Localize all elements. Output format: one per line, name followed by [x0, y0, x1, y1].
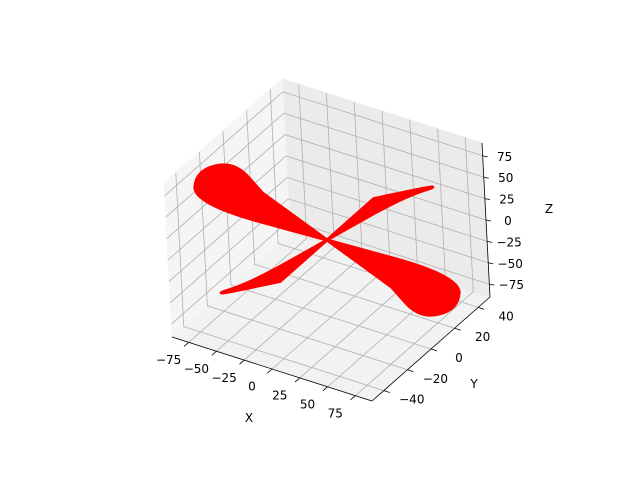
y-tick-mark: [454, 327, 461, 331]
z-tick-mark: [483, 176, 489, 179]
y-axis-label: Y: [469, 377, 478, 391]
y-tick-label: 0: [455, 351, 463, 365]
y-tick-label: −20: [423, 372, 448, 386]
x-tick-label: 50: [300, 397, 315, 411]
y-tick-mark: [430, 348, 438, 352]
x-tick-mark: [350, 395, 356, 401]
x-gridline: [355, 137, 474, 397]
x-tick-label: 25: [272, 389, 287, 403]
y-tick-label: 40: [499, 309, 514, 323]
z-gridline: [167, 155, 487, 261]
x-tick-label: −75: [156, 353, 181, 367]
z-tick-label: 0: [504, 214, 512, 228]
surface-lobe: [325, 238, 461, 317]
x-tick-label: 0: [248, 380, 256, 394]
y-gridline: [199, 151, 408, 371]
z-tick-mark: [489, 283, 495, 286]
x-tick-mark: [183, 342, 189, 347]
x-gridline: [188, 84, 308, 343]
x-axis-label: X: [245, 411, 253, 425]
z-tick-mark: [487, 240, 493, 243]
z-gridline: [166, 134, 486, 239]
z-tick-label: −75: [499, 278, 524, 292]
x-tick-label: −50: [184, 362, 209, 376]
z-gridline: [168, 176, 488, 282]
z-tick-mark: [488, 262, 494, 265]
z-tick-mark: [482, 155, 488, 158]
axis-edges: [171, 142, 495, 402]
x-tick-label: 75: [328, 406, 343, 420]
z-axis-label: Z: [545, 202, 553, 216]
surface-plot: [193, 163, 461, 317]
x-axis-line: [171, 336, 373, 402]
y-gridline: [246, 110, 455, 329]
y-tick-mark: [383, 390, 390, 393]
z-tick-label: 50: [498, 171, 513, 185]
tick-labels: −75−50−250255075−40−2002040−75−50−250255…: [156, 150, 524, 421]
y-tick-label: −40: [399, 393, 424, 407]
surface-lobe: [219, 238, 329, 295]
x-tick-mark: [211, 350, 217, 356]
z-gridline: [164, 91, 483, 197]
z-tick-label: 75: [497, 150, 512, 164]
x-tick-label: −25: [211, 371, 236, 385]
z-gridline: [169, 198, 489, 304]
z-tick-label: 25: [499, 193, 514, 207]
z-tick-mark: [484, 198, 490, 201]
y-tick-mark: [407, 369, 414, 373]
y-gridline: [175, 172, 384, 391]
z-tick-label: −25: [496, 235, 521, 249]
y-tick-label: 20: [475, 330, 490, 344]
x-tick-mark: [267, 368, 273, 374]
y-tick-mark: [478, 307, 485, 310]
z-tick-label: −50: [498, 257, 523, 271]
surface-lobe: [193, 163, 329, 242]
x-tick-mark: [239, 359, 245, 365]
z-axis-line: [481, 142, 491, 298]
y-axis-line: [371, 296, 491, 402]
x-tick-mark: [322, 386, 328, 392]
x-tick-mark: [294, 377, 301, 383]
z-tick-mark: [485, 219, 492, 222]
surface-lobe: [325, 185, 435, 242]
